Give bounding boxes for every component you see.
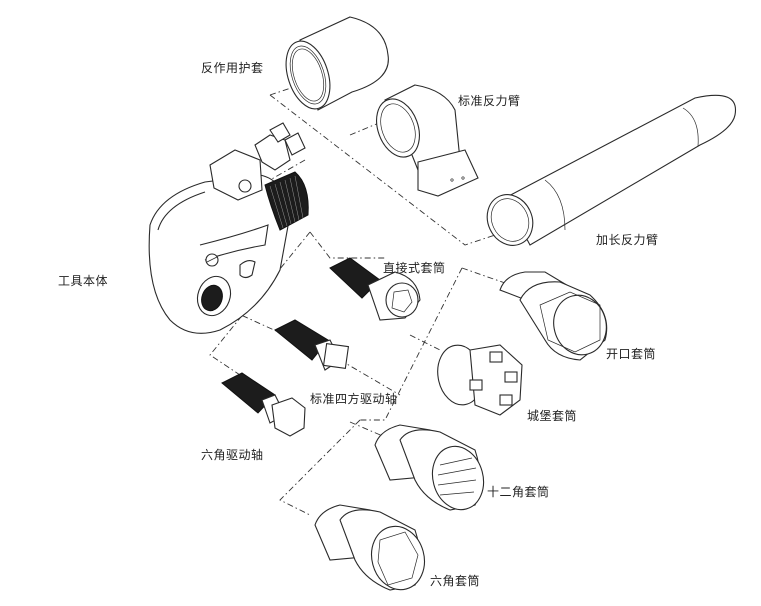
label-twelve-point-socket: 十二角套筒 [487, 485, 550, 499]
label-tool-body: 工具本体 [58, 274, 109, 288]
label-castle-socket: 城堡套筒 [527, 409, 578, 423]
label-extended-reaction-arm: 加长反力臂 [596, 233, 659, 247]
reaction-guard-drawing [285, 16, 389, 111]
direct-socket-drawing [329, 257, 421, 321]
label-hex-socket: 六角套筒 [430, 574, 481, 588]
label-reaction-guard: 反作用护套 [201, 61, 264, 75]
standard-square-drive-drawing [274, 319, 350, 371]
hex-drive-drawing [221, 372, 306, 437]
castle-socket-drawing [437, 344, 523, 416]
label-open-socket: 开口套筒 [606, 347, 657, 361]
label-standard-reaction-arm: 标准反力臂 [458, 94, 521, 108]
extended-reaction-arm-drawing [486, 94, 737, 246]
tool-body-drawing [148, 122, 309, 334]
hex-socket-drawing [314, 504, 425, 591]
open-socket-drawing [499, 271, 608, 361]
label-hex-drive: 六角驱动轴 [201, 448, 264, 462]
label-standard-square-drive: 标准四方驱动轴 [310, 392, 398, 406]
label-direct-socket: 直接式套筒 [383, 261, 446, 275]
twelve-point-socket-drawing [374, 424, 485, 511]
standard-reaction-arm-drawing [376, 84, 479, 197]
